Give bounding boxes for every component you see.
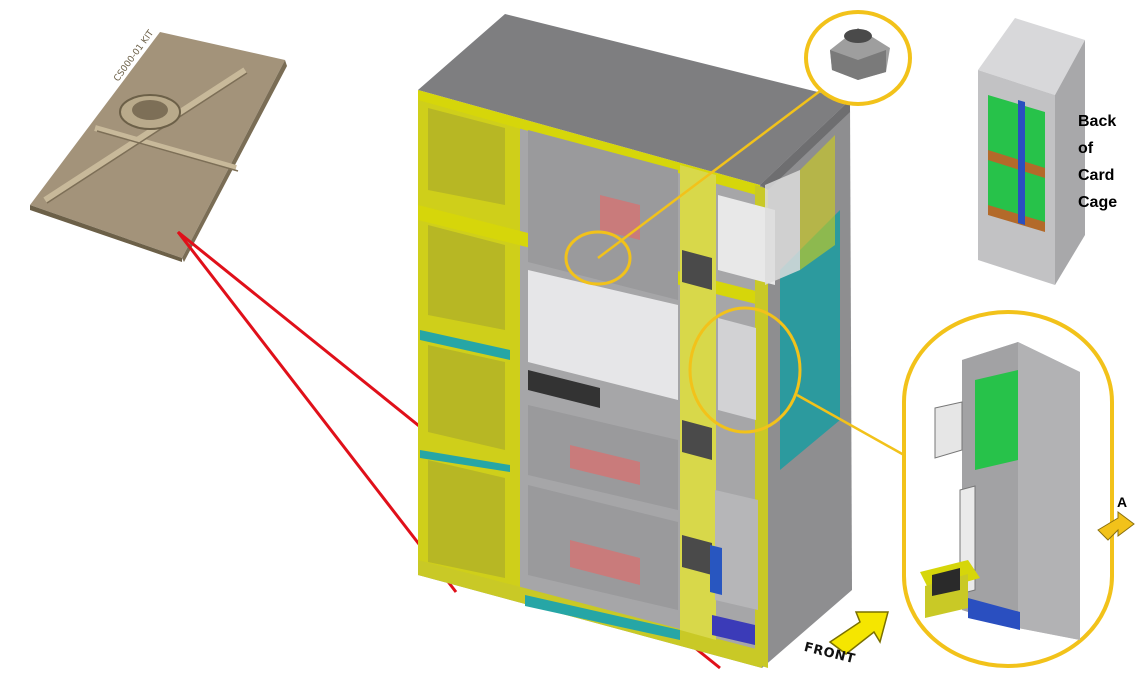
cabinet — [418, 14, 852, 668]
arrow-a-label: A — [1117, 494, 1128, 510]
back-of-card-cage-label: Back of Card Cage — [1078, 108, 1144, 216]
label-line-back: Back — [1078, 113, 1117, 130]
front-arrow — [828, 611, 889, 655]
label-line-card: Card — [1078, 167, 1115, 184]
leveler-pad: CS000-01 KIT — [30, 28, 287, 262]
label-line-cage: Cage — [1078, 194, 1118, 211]
label-line-of: of — [1078, 140, 1094, 157]
back-card-cage — [978, 18, 1085, 285]
side-panel-teal — [780, 210, 840, 470]
callout-card-cage — [688, 306, 1135, 668]
callout-grommet — [564, 10, 912, 286]
